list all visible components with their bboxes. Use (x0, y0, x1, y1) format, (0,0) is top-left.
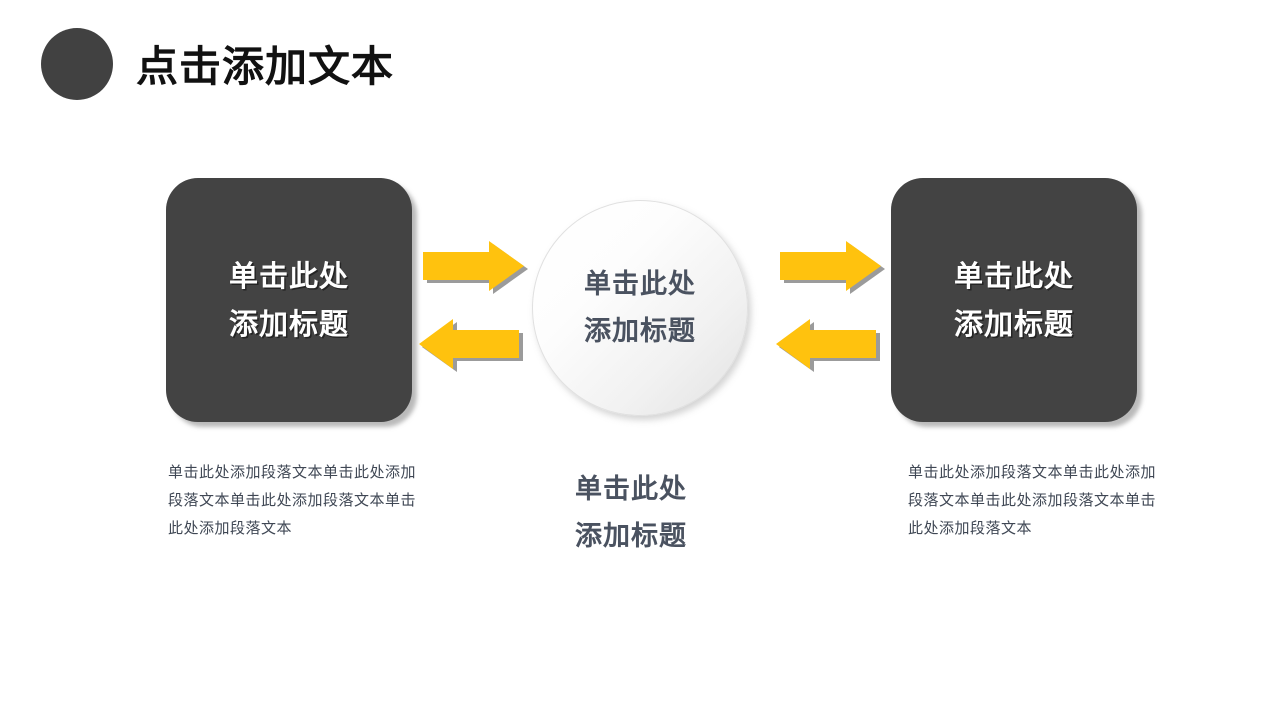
left-box-line2: 添加标题 (228, 307, 349, 341)
filled-circle-icon (41, 28, 113, 100)
left-box-text: 单击此处 添加标题 (166, 252, 412, 348)
center-circle-line2: 添加标题 (584, 316, 696, 347)
center-caption[interactable]: 单击此处 添加标题 (575, 466, 825, 560)
page-title: 点击添加文本 (136, 42, 395, 91)
center-circle-text: 单击此处 添加标题 (533, 261, 747, 355)
right-box-line1: 单击此处 (953, 259, 1074, 293)
right-backward-arrow (776, 319, 884, 373)
right-caption-paragraph[interactable]: 单击此处添加段落文本单击此处添加段落文本单击此处添加段落文本单击此处添加段落文本 (908, 463, 1157, 537)
right-box-line2: 添加标题 (953, 307, 1074, 341)
center-caption-line2: 添加标题 (575, 521, 687, 552)
left-box-line1: 单击此处 (228, 259, 349, 293)
right-box-text: 单击此处 添加标题 (891, 252, 1137, 348)
right-title-box[interactable]: 单击此处 添加标题 (891, 178, 1137, 422)
left-title-box[interactable]: 单击此处 添加标题 (166, 178, 412, 422)
center-caption-line1: 单击此处 (575, 474, 687, 505)
right-forward-arrow (780, 241, 888, 295)
left-forward-arrow (423, 241, 531, 295)
center-circle[interactable]: 单击此处 添加标题 (532, 200, 748, 416)
center-circle-line1: 单击此处 (584, 269, 696, 300)
slide-header: 点击添加文本 (41, 28, 661, 108)
left-backward-arrow (419, 319, 527, 373)
left-caption-paragraph[interactable]: 单击此处添加段落文本单击此处添加段落文本单击此处添加段落文本单击此处添加段落文本 (168, 463, 417, 537)
